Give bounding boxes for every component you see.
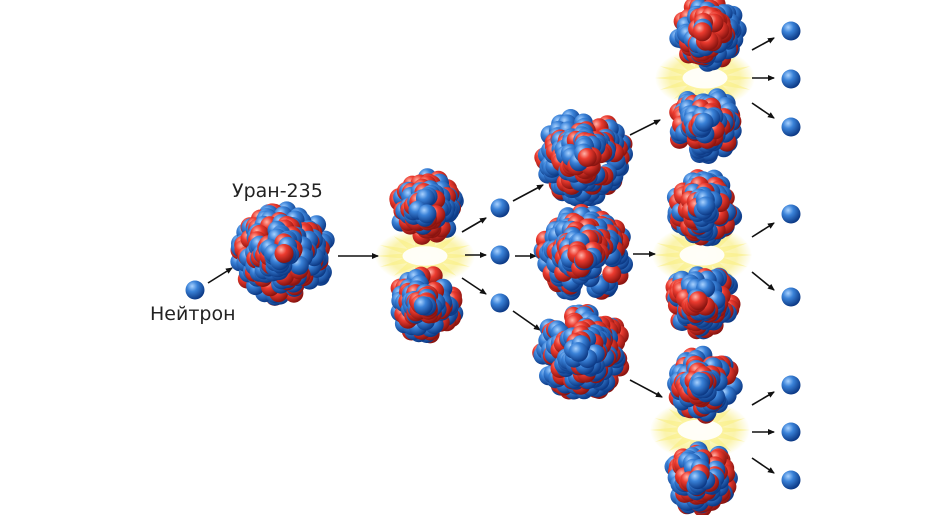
fragment-nucleus-icon (389, 168, 464, 245)
proton-ball (692, 22, 712, 42)
neutron-icon (781, 117, 801, 137)
neutron-icon (781, 287, 801, 307)
fragment-nucleus-icon (669, 88, 742, 164)
neutron-icon (490, 245, 510, 265)
fragment-nucleus-icon (390, 266, 464, 344)
fragment-nucleus-icon (664, 441, 738, 515)
neutron-ball (696, 196, 716, 216)
neutron-ball (569, 342, 589, 362)
arrow-icon (751, 102, 775, 119)
arrow-icon (461, 277, 487, 295)
neutron-icon (781, 21, 801, 41)
proton-ball (602, 264, 622, 284)
arrow-icon (207, 267, 233, 284)
uranium-235-nucleus-icon (534, 109, 633, 207)
arrow-icon (512, 310, 541, 331)
arrow-icon (751, 37, 775, 51)
neutron-ball (690, 376, 710, 396)
arrow-icon (751, 271, 775, 291)
fragment-nucleus-icon (669, 0, 747, 72)
uranium-235-nucleus-icon (533, 203, 633, 301)
proton-ball (688, 291, 708, 311)
neutron-ball (688, 470, 708, 490)
neutron-icon (781, 375, 801, 395)
uranium-235-nucleus-icon (230, 201, 335, 306)
proton-ball (577, 148, 597, 167)
neutron-icon (781, 204, 801, 224)
fission-flash-icon (652, 225, 752, 285)
neutron-ball (417, 204, 437, 224)
neutron-ball (413, 296, 433, 316)
arrow-icon (751, 391, 775, 406)
proton-ball (274, 244, 294, 263)
fragment-nucleus-icon (665, 266, 741, 340)
neutron-icon (781, 470, 801, 490)
incoming-neutron-icon (185, 280, 205, 300)
neutron-label: Нейтрон (150, 303, 236, 325)
neutron-icon (490, 198, 510, 218)
fragment-nucleus-icon (667, 345, 743, 424)
neutron-ball (694, 112, 714, 132)
fragment-nucleus-icon (666, 169, 743, 247)
fission-flash-icon (655, 48, 755, 108)
neutron-icon (781, 69, 801, 89)
fission-flash-icon (650, 400, 750, 460)
neutron-icon (781, 422, 801, 442)
arrow-icon (751, 222, 775, 238)
uranium-235-label: Уран-235 (232, 180, 323, 202)
arrow-icon (461, 217, 487, 233)
uranium-235-nucleus-icon (532, 304, 630, 400)
proton-ball (574, 249, 594, 269)
fission-flash-icon (375, 228, 475, 284)
arrow-icon (629, 119, 661, 136)
neutron-icon (490, 293, 510, 313)
arrow-icon (512, 184, 544, 202)
arrow-icon (751, 457, 775, 474)
arrow-icon (629, 379, 663, 398)
